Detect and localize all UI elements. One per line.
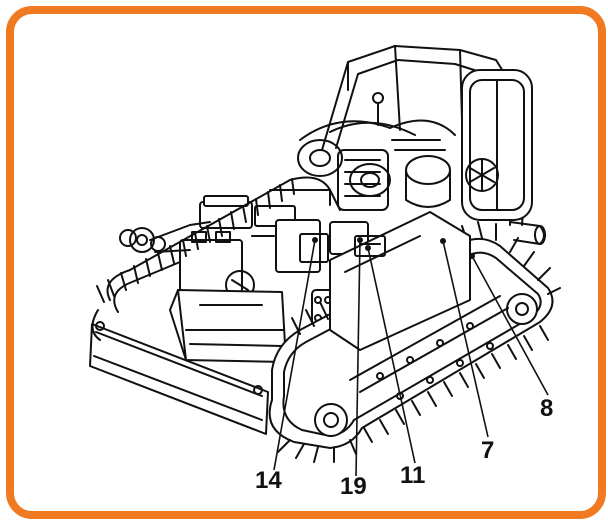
leader-line-8 [471, 255, 549, 396]
callout-19: 19 [340, 473, 367, 500]
rear-pipe [509, 221, 546, 245]
leader-line-7 [442, 240, 489, 438]
callout-11: 11 [400, 462, 425, 489]
callout-7: 7 [481, 437, 494, 464]
leader-line-11 [367, 247, 416, 464]
callout-dots [312, 237, 475, 259]
left-track [91, 176, 331, 341]
front-housing [169, 289, 287, 363]
leader-line-14 [273, 239, 316, 471]
callout-14: 14 [255, 467, 282, 494]
leader-line-19 [355, 239, 361, 477]
side-plate [329, 211, 471, 351]
right-track [268, 221, 561, 463]
engine-block [297, 92, 456, 211]
roll-cage [321, 45, 533, 226]
front-blade [89, 321, 269, 435]
callout-8: 8 [540, 395, 553, 422]
leader-lines [273, 239, 549, 477]
